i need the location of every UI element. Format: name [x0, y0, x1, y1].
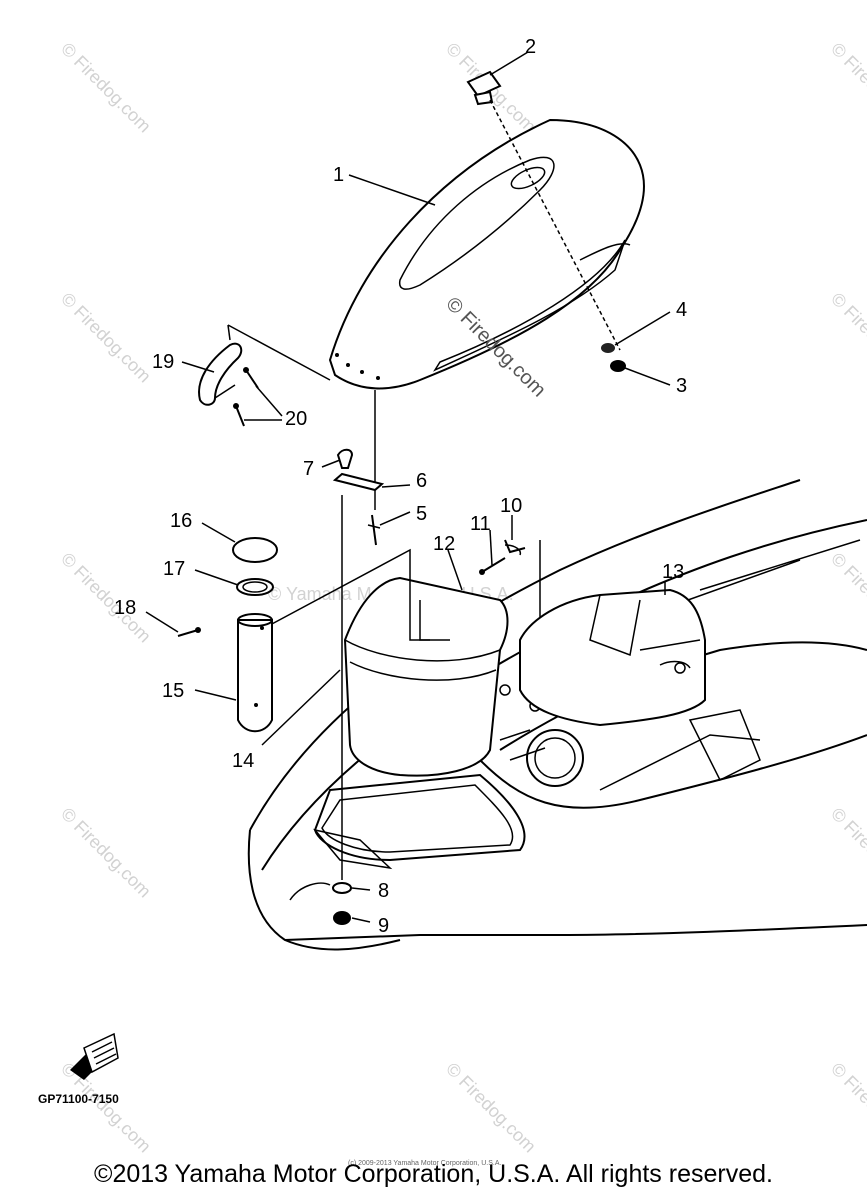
part-12-bucket [343, 576, 541, 777]
callout-1: 1 [333, 164, 344, 186]
callout-2: 2 [525, 36, 536, 58]
callout-17: 17 [163, 558, 185, 580]
part-20-screws [233, 367, 259, 427]
callout-9: 9 [378, 915, 389, 937]
part-3-4-nut-washer [601, 343, 626, 372]
part-16-cap [232, 537, 278, 563]
watermark: © Firedog.com [827, 39, 867, 137]
watermark: © Firedog.com [827, 289, 867, 387]
part-5-6-7-hinge [332, 390, 385, 546]
part-13-console [519, 588, 706, 727]
hatch-vent-holes [335, 353, 380, 380]
callout-18: 18 [114, 597, 136, 619]
part-18-screw [177, 627, 201, 637]
callout-19: 19 [152, 351, 174, 373]
part-2-knob [466, 70, 621, 351]
callout-4: 4 [676, 299, 687, 321]
callout-leaders [145, 51, 671, 923]
callout-11: 11 [470, 513, 491, 535]
watermark: © Firedog.com [57, 1059, 155, 1157]
copyright-notice: ©2013 Yamaha Motor Corporation, U.S.A. A… [94, 1160, 773, 1188]
part-19-latch [198, 342, 243, 406]
watermark: © Firedog.com [827, 549, 867, 647]
callout-13: 13 [662, 561, 684, 583]
part-15-tube [237, 613, 273, 733]
callout-16: 16 [170, 510, 192, 532]
callout-14: 14 [232, 750, 254, 772]
callout-10: 10 [500, 495, 522, 517]
watermark: © Firedog.com [442, 1059, 540, 1157]
part-10-11-bolt-clip [479, 539, 526, 575]
callout-7: 7 [303, 458, 314, 480]
watermark: © Firedog.com [57, 549, 155, 647]
callout-20: 20 [285, 408, 307, 430]
callout-6: 6 [416, 470, 427, 492]
callout-15: 15 [162, 680, 184, 702]
watermark: © Firedog.com [827, 1059, 867, 1157]
part-1-hatch-cover [227, 118, 645, 390]
watermark: © Firedog.com [827, 804, 867, 902]
callout-labels: 1 2 3 4 5 6 7 8 9 10 11 12 13 14 15 16 1… [114, 36, 687, 937]
callout-3: 3 [676, 375, 687, 397]
part-8-9-drain-plug [332, 882, 352, 925]
part-number: GP71100-7150 [38, 1092, 119, 1106]
watermark: © Firedog.com [57, 39, 155, 137]
watermark: © Firedog.com [57, 804, 155, 902]
small-copyright: (c) 2009-2013 Yamaha Motor Corporation, … [348, 1160, 501, 1167]
callout-8: 8 [378, 880, 389, 902]
watermark: © Firedog.com [57, 289, 155, 387]
callout-12: 12 [433, 533, 455, 555]
part-17-gasket [236, 578, 274, 596]
catalog-icon [70, 1032, 119, 1080]
callout-5: 5 [416, 503, 427, 525]
